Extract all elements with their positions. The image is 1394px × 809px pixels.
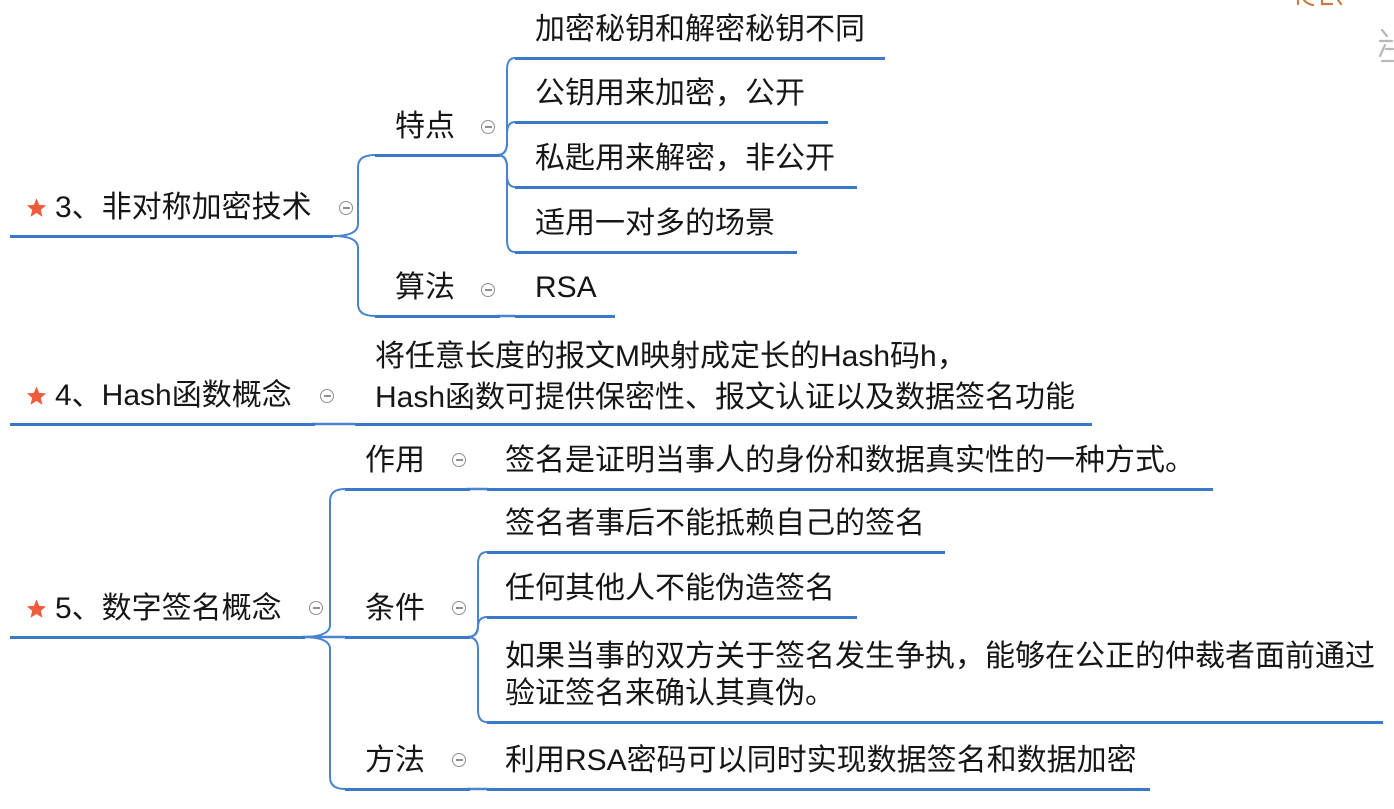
topic-algorithm[interactable]: 算法 bbox=[375, 270, 500, 318]
collapse-minus-icon[interactable] bbox=[320, 389, 334, 403]
topic-label: 3、非对称加密技术 bbox=[55, 190, 312, 224]
topic-label: 利用RSA密码可以同时实现数据签名和数据加密 bbox=[505, 743, 1137, 777]
topic-conditions[interactable]: 条件 bbox=[345, 591, 470, 639]
connector-line bbox=[332, 154, 376, 237]
cropped-text-fragment bbox=[1378, 28, 1394, 63]
collapse-minus-icon[interactable] bbox=[481, 283, 495, 297]
topic-label: 签名者事后不能抵赖自己的签名 bbox=[505, 506, 925, 540]
topic-label-line: Hash函数可提供保密性、报文认证以及数据签名功能 bbox=[375, 380, 1076, 414]
topic-label-line: 如果当事的双方关于签名发生争执，能够在公正的仲裁者面前通过 bbox=[505, 639, 1375, 673]
subtopic-condition-3[interactable]: 如果当事的双方关于签名发生争执，能够在公正的仲裁者面前通过 验证签名来确认其真伪… bbox=[487, 638, 1383, 724]
topic-purpose[interactable]: 作用 bbox=[345, 443, 470, 491]
topic-label-line: 将任意长度的报文M映射成定长的Hash码h， bbox=[375, 339, 967, 373]
topic-hash-definition[interactable]: 将任意长度的报文M映射成定长的Hash码h， Hash函数可提供保密性、报文认证… bbox=[355, 336, 1092, 426]
cropped-text-fragment bbox=[1296, 0, 1343, 7]
subtopic-characteristic-1[interactable]: 加密秘钥和解密秘钥不同 bbox=[515, 12, 885, 60]
collapse-minus-icon[interactable] bbox=[309, 601, 323, 615]
subtopic-purpose-1[interactable]: 签名是证明当事人的身份和数据真实性的一种方式。 bbox=[487, 443, 1213, 491]
subtopic-condition-2[interactable]: 任何其他人不能伪造签名 bbox=[487, 571, 857, 619]
subtopic-method-1[interactable]: 利用RSA密码可以同时实现数据签名和数据加密 bbox=[487, 743, 1150, 791]
topic-label: 5、数字签名概念 bbox=[55, 591, 282, 625]
subtopic-characteristic-2[interactable]: 公钥用来加密，公开 bbox=[515, 76, 828, 124]
connector-line bbox=[466, 616, 488, 638]
connector-line bbox=[332, 235, 376, 317]
connector-line bbox=[466, 551, 488, 638]
topic-method[interactable]: 方法 bbox=[345, 743, 470, 791]
topic-label: 4、Hash函数概念 bbox=[55, 378, 292, 412]
connector-line bbox=[301, 488, 346, 638]
topic-label: 方法 bbox=[365, 743, 425, 777]
connector-line bbox=[496, 121, 516, 156]
branch-hash-function[interactable]: 4、Hash函数概念 bbox=[10, 378, 315, 426]
connector-line bbox=[466, 636, 488, 723]
topic-label: 作用 bbox=[365, 443, 425, 477]
collapse-minus-icon[interactable] bbox=[452, 601, 466, 615]
branch-digital-signature[interactable]: 5、数字签名概念 bbox=[10, 591, 305, 639]
topic-label: 任何其他人不能伪造签名 bbox=[505, 571, 835, 605]
topic-label: 公钥用来加密，公开 bbox=[535, 76, 805, 110]
collapse-minus-icon[interactable] bbox=[339, 201, 353, 215]
branch-asymmetric-encryption[interactable]: 3、非对称加密技术 bbox=[10, 190, 333, 238]
subtopic-algorithm-rsa[interactable]: RSA bbox=[515, 270, 615, 318]
topic-label: 私匙用来解密，非公开 bbox=[535, 141, 835, 175]
subtopic-condition-1[interactable]: 签名者事后不能抵赖自己的签名 bbox=[487, 506, 945, 554]
connector-line bbox=[301, 636, 346, 790]
topic-label: 加密秘钥和解密秘钥不同 bbox=[535, 12, 865, 46]
collapse-minus-icon[interactable] bbox=[481, 120, 495, 134]
topic-label: 签名是证明当事人的身份和数据真实性的一种方式。 bbox=[505, 443, 1195, 477]
topic-label: RSA bbox=[535, 270, 597, 304]
topic-label-line: 验证签名来确认其真伪。 bbox=[505, 676, 835, 710]
collapse-minus-icon[interactable] bbox=[452, 753, 466, 767]
star-icon bbox=[26, 197, 47, 217]
topic-label: 条件 bbox=[365, 591, 425, 625]
star-icon bbox=[26, 385, 47, 405]
collapse-minus-icon[interactable] bbox=[452, 453, 466, 467]
star-icon bbox=[26, 598, 47, 618]
topic-label: 特点 bbox=[395, 109, 455, 143]
connector-line bbox=[496, 154, 516, 253]
subtopic-characteristic-3[interactable]: 私匙用来解密，非公开 bbox=[515, 141, 857, 189]
topic-label: 适用一对多的场景 bbox=[535, 206, 775, 240]
topic-characteristics[interactable]: 特点 bbox=[375, 109, 500, 157]
subtopic-characteristic-4[interactable]: 适用一对多的场景 bbox=[515, 206, 797, 254]
topic-label: 算法 bbox=[395, 270, 455, 304]
